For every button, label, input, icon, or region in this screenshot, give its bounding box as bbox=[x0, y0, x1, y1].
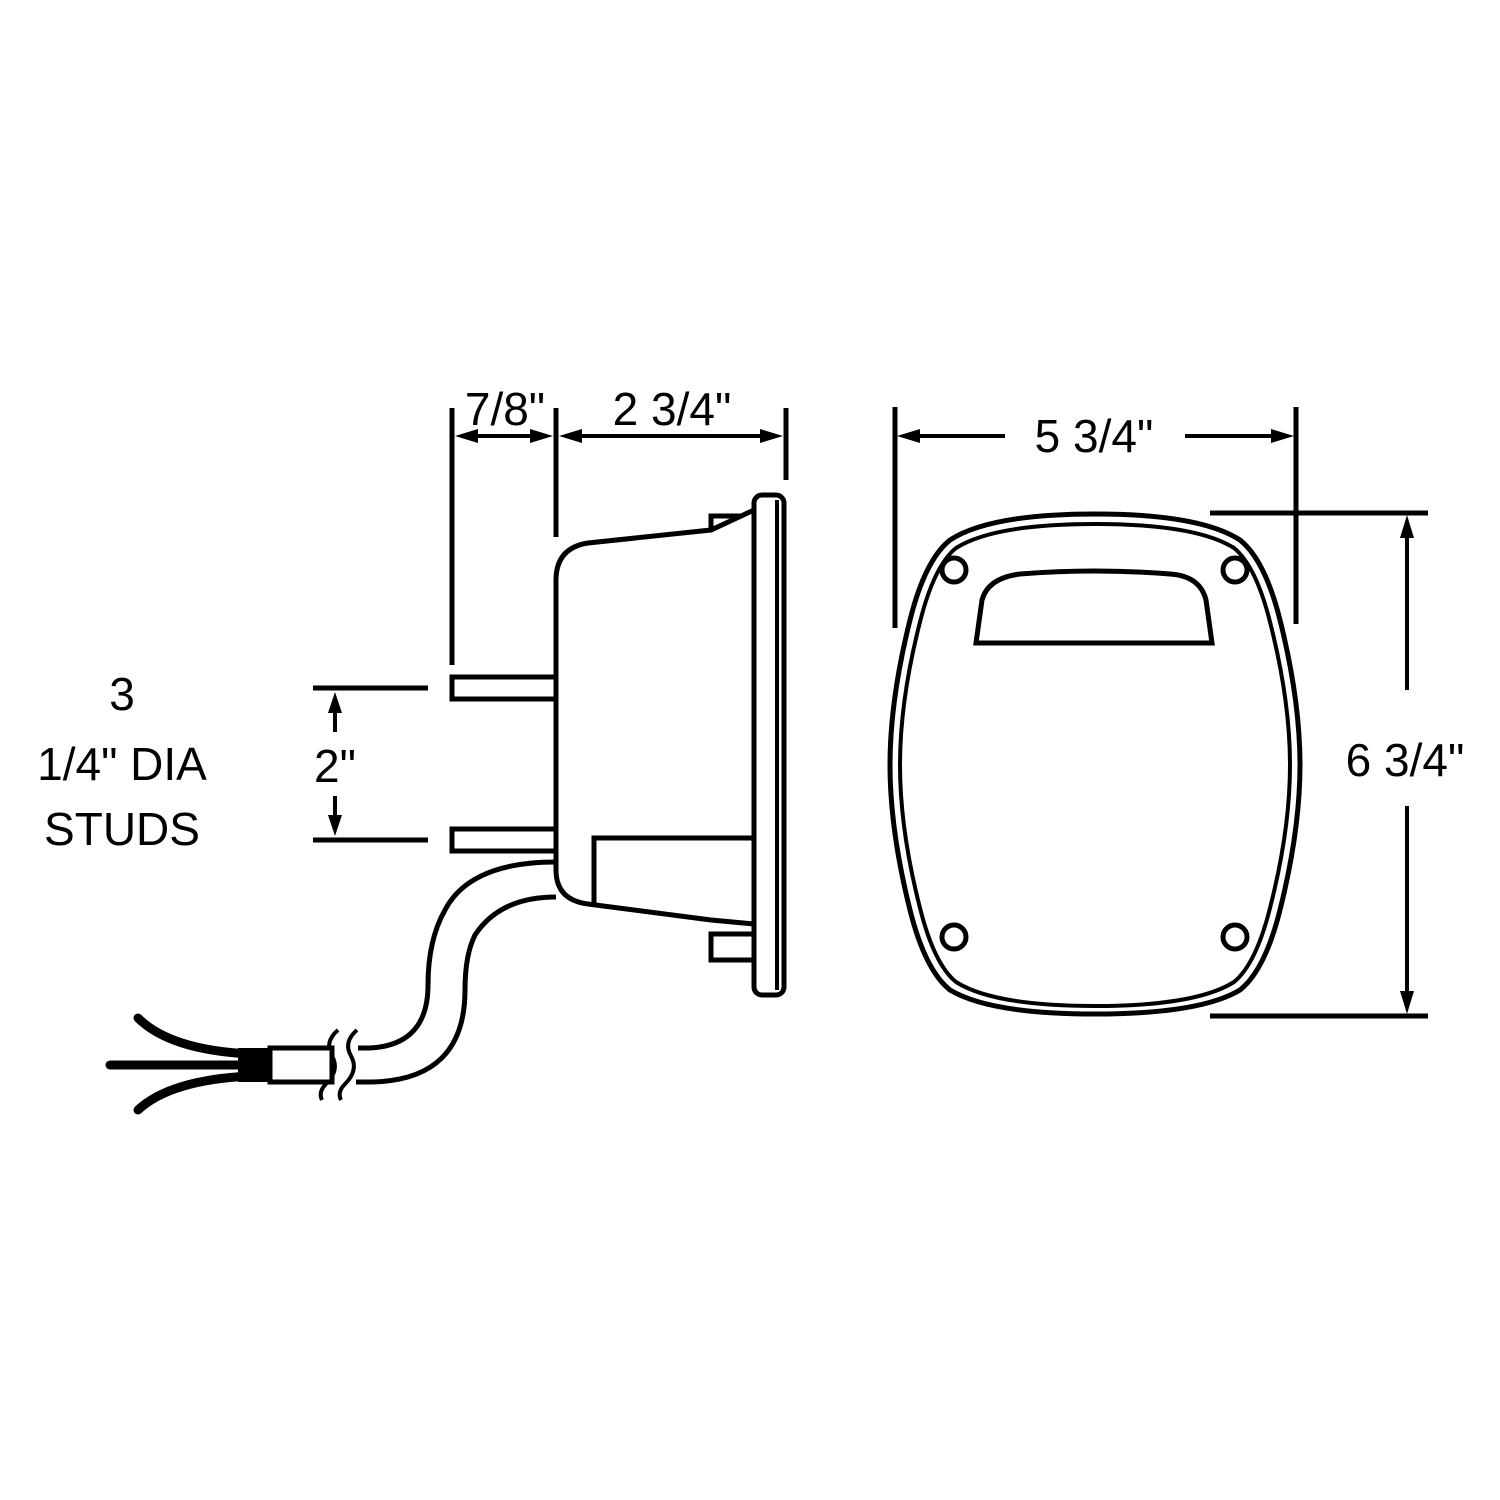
wire-lower bbox=[133, 1071, 255, 1115]
side-view: 7/8" 2 3/4" bbox=[37, 383, 789, 1115]
lower-flange-lug bbox=[708, 931, 757, 963]
front-view: 5 3/4" 6 3/4" bbox=[887, 407, 1465, 1019]
stud-note: 3 1/4" DIA STUDS bbox=[37, 668, 207, 855]
upper-stud bbox=[449, 674, 559, 702]
socket-box bbox=[591, 835, 754, 905]
wire-upper bbox=[133, 1013, 255, 1059]
body-depth-label: 2 3/4" bbox=[613, 383, 732, 435]
mounting-hole-bottom-left bbox=[939, 922, 969, 952]
stud-spacing-dimension: 2" bbox=[313, 685, 428, 843]
body-depth-dimension: 2 3/4" bbox=[559, 383, 783, 443]
stud-length-label: 7/8" bbox=[465, 383, 545, 435]
width-dimension: 5 3/4" bbox=[892, 407, 1299, 628]
cable-sleeve bbox=[267, 1045, 335, 1085]
front-housing-outline bbox=[887, 511, 1303, 1017]
housing-body bbox=[553, 506, 757, 927]
lens-flange bbox=[751, 492, 787, 998]
height-label: 6 3/4" bbox=[1346, 734, 1465, 786]
license-window bbox=[973, 568, 1215, 646]
front-lens-outline bbox=[897, 521, 1293, 1009]
stud-spacing-label: 2" bbox=[314, 740, 356, 792]
stud-length-dimension: 7/8" bbox=[455, 383, 553, 443]
height-dimension: 6 3/4" bbox=[1210, 510, 1465, 1019]
mounting-hole-top-right bbox=[1220, 555, 1250, 585]
stud-note-count: 3 bbox=[109, 668, 135, 720]
lower-stud bbox=[449, 826, 559, 854]
width-label: 5 3/4" bbox=[1035, 410, 1154, 462]
mounting-hole-bottom-right bbox=[1220, 922, 1250, 952]
mounting-hole-top-left bbox=[939, 555, 969, 585]
wire-cable bbox=[105, 859, 557, 1115]
stud-note-type: STUDS bbox=[44, 803, 200, 855]
stud-note-size: 1/4" DIA bbox=[37, 738, 207, 790]
